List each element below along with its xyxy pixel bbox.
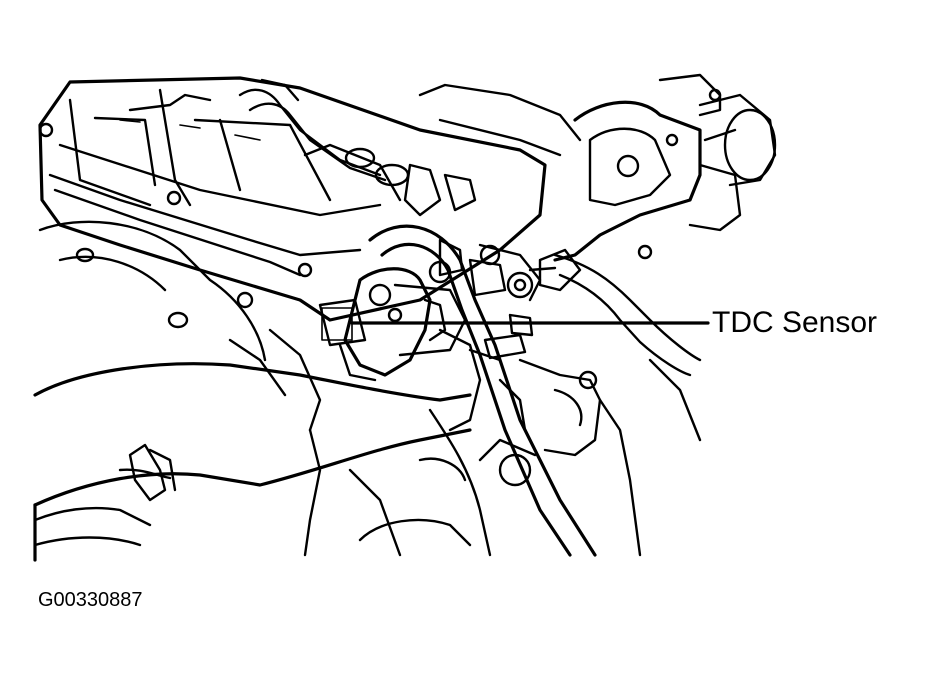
pipe-left xyxy=(33,503,152,562)
engine-mount xyxy=(438,328,527,432)
engine-upper-right xyxy=(418,83,582,302)
engine-block-left xyxy=(38,220,322,432)
vertical-tube xyxy=(368,224,597,557)
engine-lower-body xyxy=(303,358,702,557)
spark-plug-wires xyxy=(238,78,477,217)
mounting-bracket xyxy=(553,73,777,262)
lower-hose xyxy=(33,362,472,507)
tdc-sensor-label: TDC Sensor xyxy=(712,306,878,339)
figure-id: G00330887 xyxy=(38,589,143,611)
right-hose xyxy=(528,248,702,377)
